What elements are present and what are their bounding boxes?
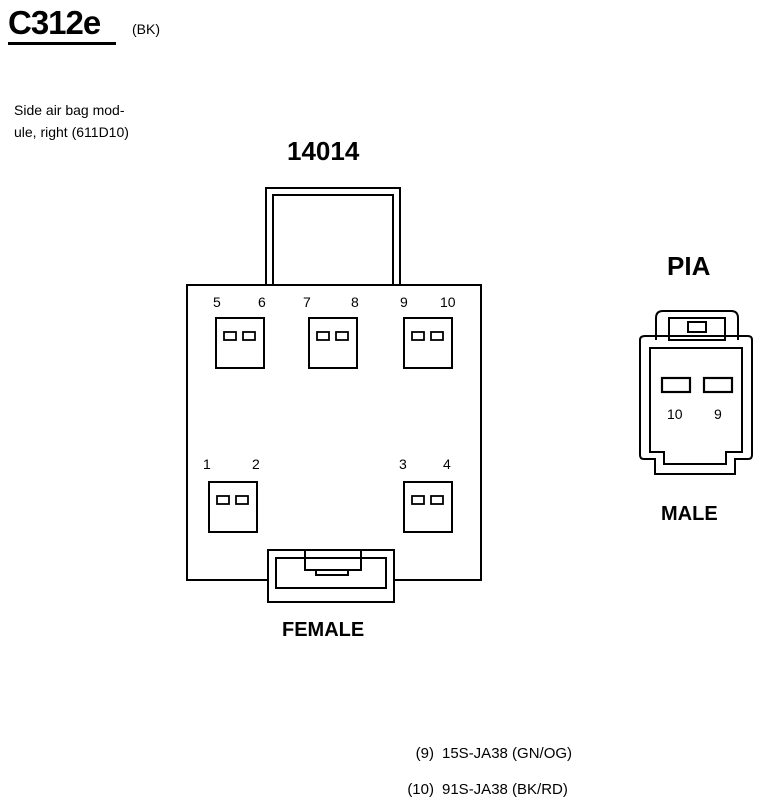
description-line-2: ule, right (611D10): [14, 124, 129, 140]
pin-number: 7: [303, 294, 311, 310]
pin-number: 3: [399, 456, 407, 472]
pia-title: PIA: [667, 251, 711, 281]
female-cavity-5-6: [215, 317, 265, 369]
pin-number: 8: [351, 294, 359, 310]
female-cavity-9-10: [403, 317, 453, 369]
female-latch-tab: [265, 187, 401, 286]
connector-id: C312e: [8, 4, 101, 41]
pin-number: 6: [258, 294, 266, 310]
legend-circuit: 15S-JA38 (GN/OG): [442, 745, 573, 762]
legend-pin: (10): [407, 781, 434, 798]
pin-number: 10: [440, 294, 456, 310]
female-connector-body: [186, 284, 482, 581]
pin-number: 10: [667, 406, 683, 422]
female-bottom-latch: [267, 549, 395, 603]
pin-number: 5: [213, 294, 221, 310]
legend-row: (9) 15S-JA38 (GN/OG): [392, 745, 572, 762]
female-label: FEMALE: [282, 619, 365, 641]
pin-number: 1: [203, 456, 211, 472]
pin-number: 9: [714, 406, 722, 422]
legend-row: (10) 91S-JA38 (BK/RD): [392, 781, 568, 798]
component-description: Side air bag mod- ule, right (611D10): [14, 99, 174, 143]
male-connector-body: [639, 310, 753, 475]
male-pin-10-slot: [660, 376, 692, 394]
pin-number: 9: [400, 294, 408, 310]
female-cavity-7-8: [308, 317, 358, 369]
pin-number: 4: [443, 456, 451, 472]
legend-pin: (9): [415, 745, 434, 762]
legend-circuit: 91S-JA38 (BK/RD): [442, 781, 568, 798]
pin-number: 2: [252, 456, 260, 472]
part-number: 14014: [287, 136, 360, 166]
description-line-1: Side air bag mod-: [14, 102, 125, 118]
female-cavity-3-4: [403, 481, 453, 533]
female-cavity-1-2: [208, 481, 258, 533]
color-code: (BK): [132, 21, 160, 37]
male-label: MALE: [661, 503, 718, 525]
male-pin-9-slot: [702, 376, 734, 394]
title-underline: [8, 42, 116, 45]
